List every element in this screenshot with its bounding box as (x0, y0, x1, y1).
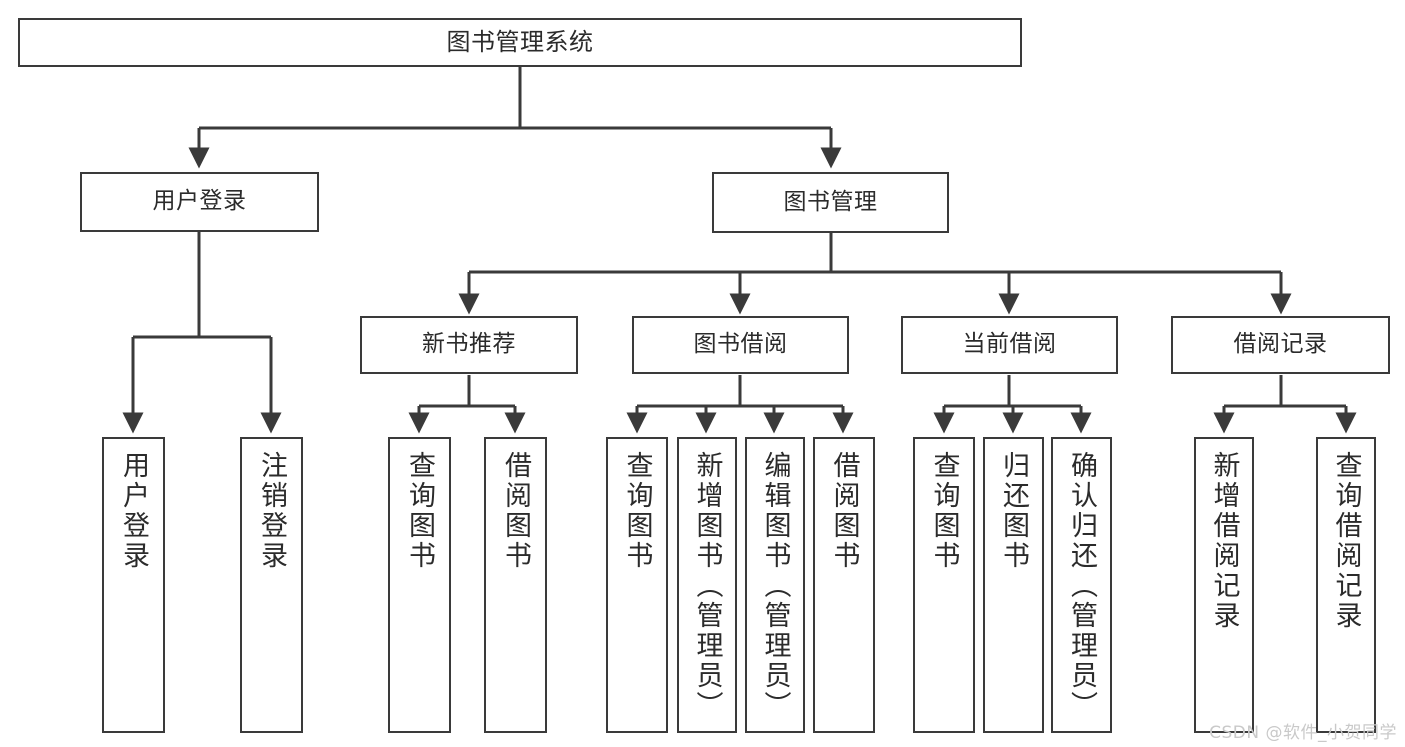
leaf-borrow-book-label: 借阅图书 (828, 451, 860, 571)
leaf-borrow-book[interactable]: 借阅图书 (813, 437, 875, 733)
leaf-query-borrow-record[interactable]: 查询借阅记录 (1316, 437, 1376, 733)
leaf-user-login[interactable]: 用户登录 (102, 437, 165, 733)
leaf-newbook-borrow-book[interactable]: 借阅图书 (484, 437, 547, 733)
leaf-logout-label: 注销登录 (256, 451, 287, 571)
watermark-text: CSDN @软件_小贺同学 (1209, 723, 1397, 743)
leaf-borrow-query-book[interactable]: 查询图书 (606, 437, 668, 733)
node-root-label: 图书管理系统 (446, 28, 594, 57)
leaf-edit-book-admin[interactable]: 编辑图书（管理员） (745, 437, 805, 733)
node-book-borrow[interactable]: 图书借阅 (632, 316, 849, 374)
node-book-borrow-label: 图书借阅 (693, 331, 788, 358)
node-current-borrow[interactable]: 当前借阅 (901, 316, 1118, 374)
node-borrow-record-label: 借阅记录 (1233, 331, 1328, 358)
node-current-borrow-label: 当前借阅 (962, 331, 1057, 358)
leaf-logout[interactable]: 注销登录 (240, 437, 303, 733)
leaf-add-book-admin[interactable]: 新增图书（管理员） (677, 437, 737, 733)
node-new-book-recommend-label: 新书推荐 (422, 331, 516, 358)
leaf-newbook-borrow-book-label: 借阅图书 (500, 451, 531, 571)
leaf-confirm-return-admin[interactable]: 确认归还（管理员） (1051, 437, 1112, 733)
node-user-login[interactable]: 用户登录 (80, 172, 319, 232)
leaf-return-book[interactable]: 归还图书 (983, 437, 1044, 733)
node-borrow-record[interactable]: 借阅记录 (1171, 316, 1390, 374)
node-book-management-label: 图书管理 (783, 188, 878, 215)
node-root[interactable]: 图书管理系统 (18, 18, 1022, 67)
node-user-login-label: 用户登录 (152, 188, 247, 215)
leaf-edit-book-admin-label: 编辑图书（管理员） (759, 451, 791, 721)
leaf-newbook-query-book[interactable]: 查询图书 (388, 437, 451, 733)
leaf-current-query-book-label: 查询图书 (928, 451, 960, 571)
leaf-add-borrow-record-label: 新增借阅记录 (1208, 451, 1240, 631)
leaf-user-login-label: 用户登录 (118, 451, 149, 571)
leaf-add-borrow-record[interactable]: 新增借阅记录 (1194, 437, 1254, 733)
node-book-management[interactable]: 图书管理 (712, 172, 949, 233)
node-new-book-recommend[interactable]: 新书推荐 (360, 316, 578, 374)
leaf-current-query-book[interactable]: 查询图书 (913, 437, 975, 733)
leaf-confirm-return-admin-label: 确认归还（管理员） (1066, 451, 1097, 721)
leaf-return-book-label: 归还图书 (998, 451, 1029, 571)
leaf-newbook-query-book-label: 查询图书 (404, 451, 435, 571)
leaf-add-book-admin-label: 新增图书（管理员） (691, 451, 723, 721)
leaf-borrow-query-book-label: 查询图书 (621, 451, 653, 571)
leaf-query-borrow-record-label: 查询借阅记录 (1330, 451, 1362, 631)
